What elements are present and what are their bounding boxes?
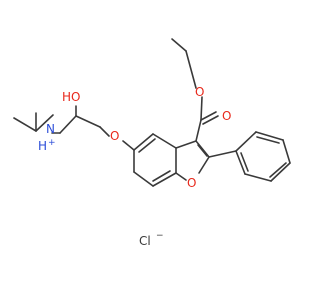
bond	[255, 131, 284, 141]
atom-label-hydroxyl: HO	[62, 90, 80, 104]
bond	[185, 50, 197, 89]
bond	[133, 133, 154, 151]
atom-label-ester-ether-o: O	[195, 85, 204, 99]
bond	[59, 115, 77, 134]
bond	[200, 96, 203, 121]
bond	[133, 171, 154, 187]
bond-lines	[13, 38, 291, 187]
atom-labels: O O O O HO N H + Cl −	[38, 85, 231, 248]
bond	[122, 140, 135, 151]
molecule-diagram: O O O O HO N H + Cl −	[13, 38, 291, 248]
bond	[270, 162, 291, 182]
bond	[197, 144, 208, 157]
bond	[35, 114, 54, 132]
atom-label-amine-h: H	[38, 139, 47, 153]
bond	[240, 152, 249, 172]
bond	[198, 156, 210, 174]
atom-label-furan-o: O	[187, 176, 196, 190]
bond	[175, 140, 197, 149]
bond	[152, 170, 171, 182]
bond	[175, 172, 187, 181]
bond	[13, 117, 37, 132]
counter-ion-label: Cl	[139, 234, 151, 248]
bond	[202, 115, 219, 125]
bond	[152, 172, 177, 187]
atom-label-aryl-ether-o: O	[110, 129, 119, 143]
atom-label-amine-charge: +	[48, 138, 56, 148]
bond	[208, 150, 237, 158]
bond	[138, 138, 156, 153]
bond	[152, 133, 177, 149]
bond	[269, 162, 287, 178]
bond	[256, 136, 280, 144]
atom-label-amine-n: N	[46, 122, 55, 136]
bond	[195, 119, 202, 142]
counter-ion-charge: −	[156, 231, 164, 241]
bond	[235, 150, 246, 175]
bond	[75, 115, 101, 128]
bond	[282, 139, 291, 164]
bond	[200, 111, 217, 121]
bond	[171, 38, 187, 52]
bond	[195, 140, 210, 158]
atom-label-ester-carbonyl-o: O	[222, 109, 231, 123]
bond	[244, 173, 272, 182]
bond	[99, 126, 110, 137]
bond	[235, 131, 257, 152]
